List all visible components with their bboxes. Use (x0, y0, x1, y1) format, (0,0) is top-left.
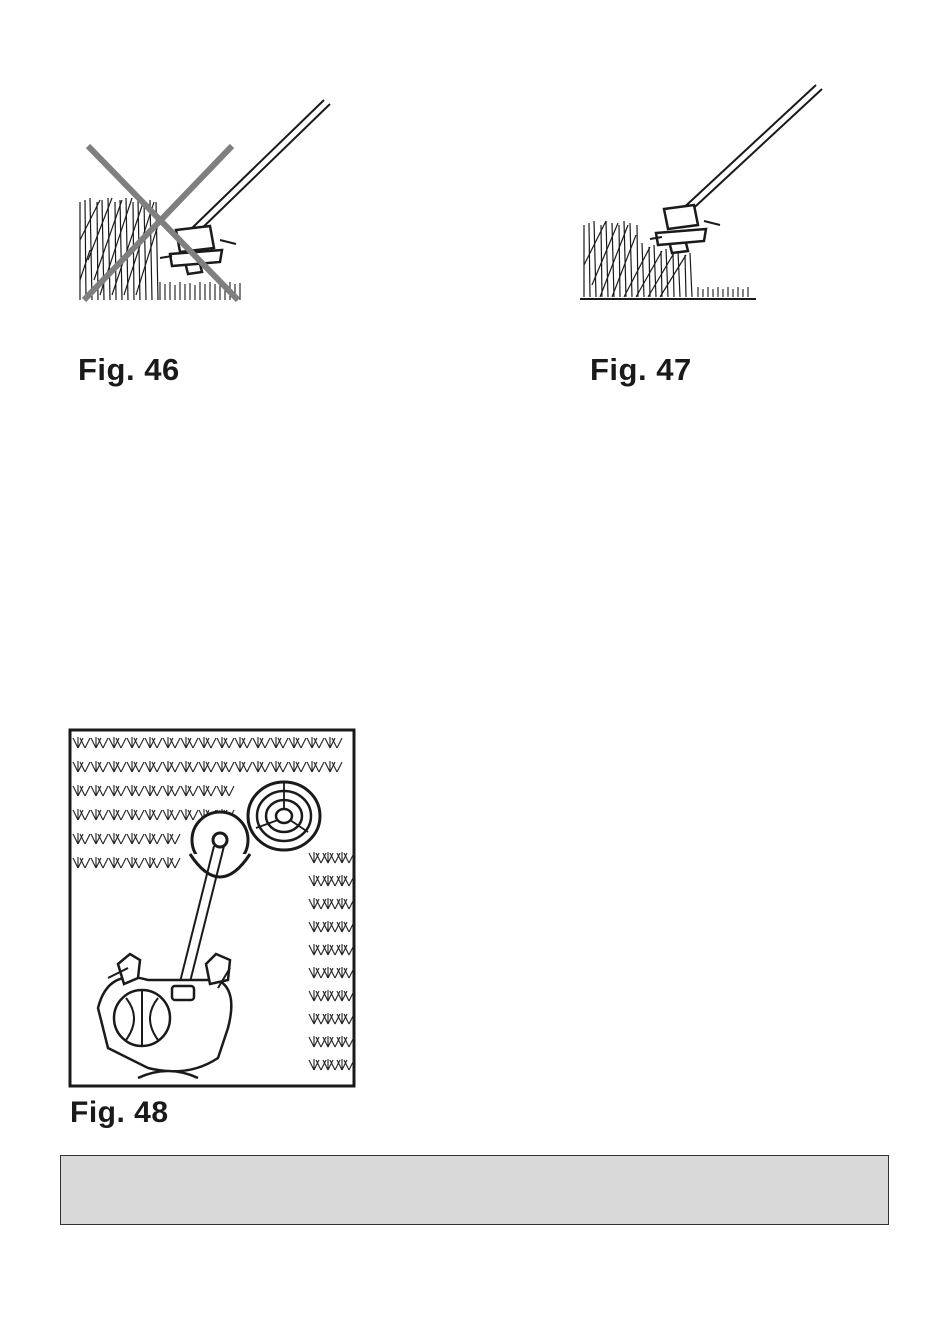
cut-grass-icon (698, 287, 748, 297)
fig47-illustration (570, 75, 840, 315)
fig46-caption: Fig. 46 (78, 352, 180, 388)
fig48-caption: Fig. 48 (70, 1096, 169, 1130)
wrong-cross-icon (84, 146, 238, 300)
fig46-illustration (60, 90, 350, 320)
gray-note-box (60, 1155, 889, 1225)
fig47-caption: Fig. 47 (590, 352, 692, 388)
tree-stump-icon (248, 782, 320, 850)
tall-grass-icon (80, 198, 158, 300)
fig48-illustration (68, 728, 356, 1088)
trimmer-head-icon (190, 812, 250, 877)
trimmer-icon (650, 85, 822, 253)
